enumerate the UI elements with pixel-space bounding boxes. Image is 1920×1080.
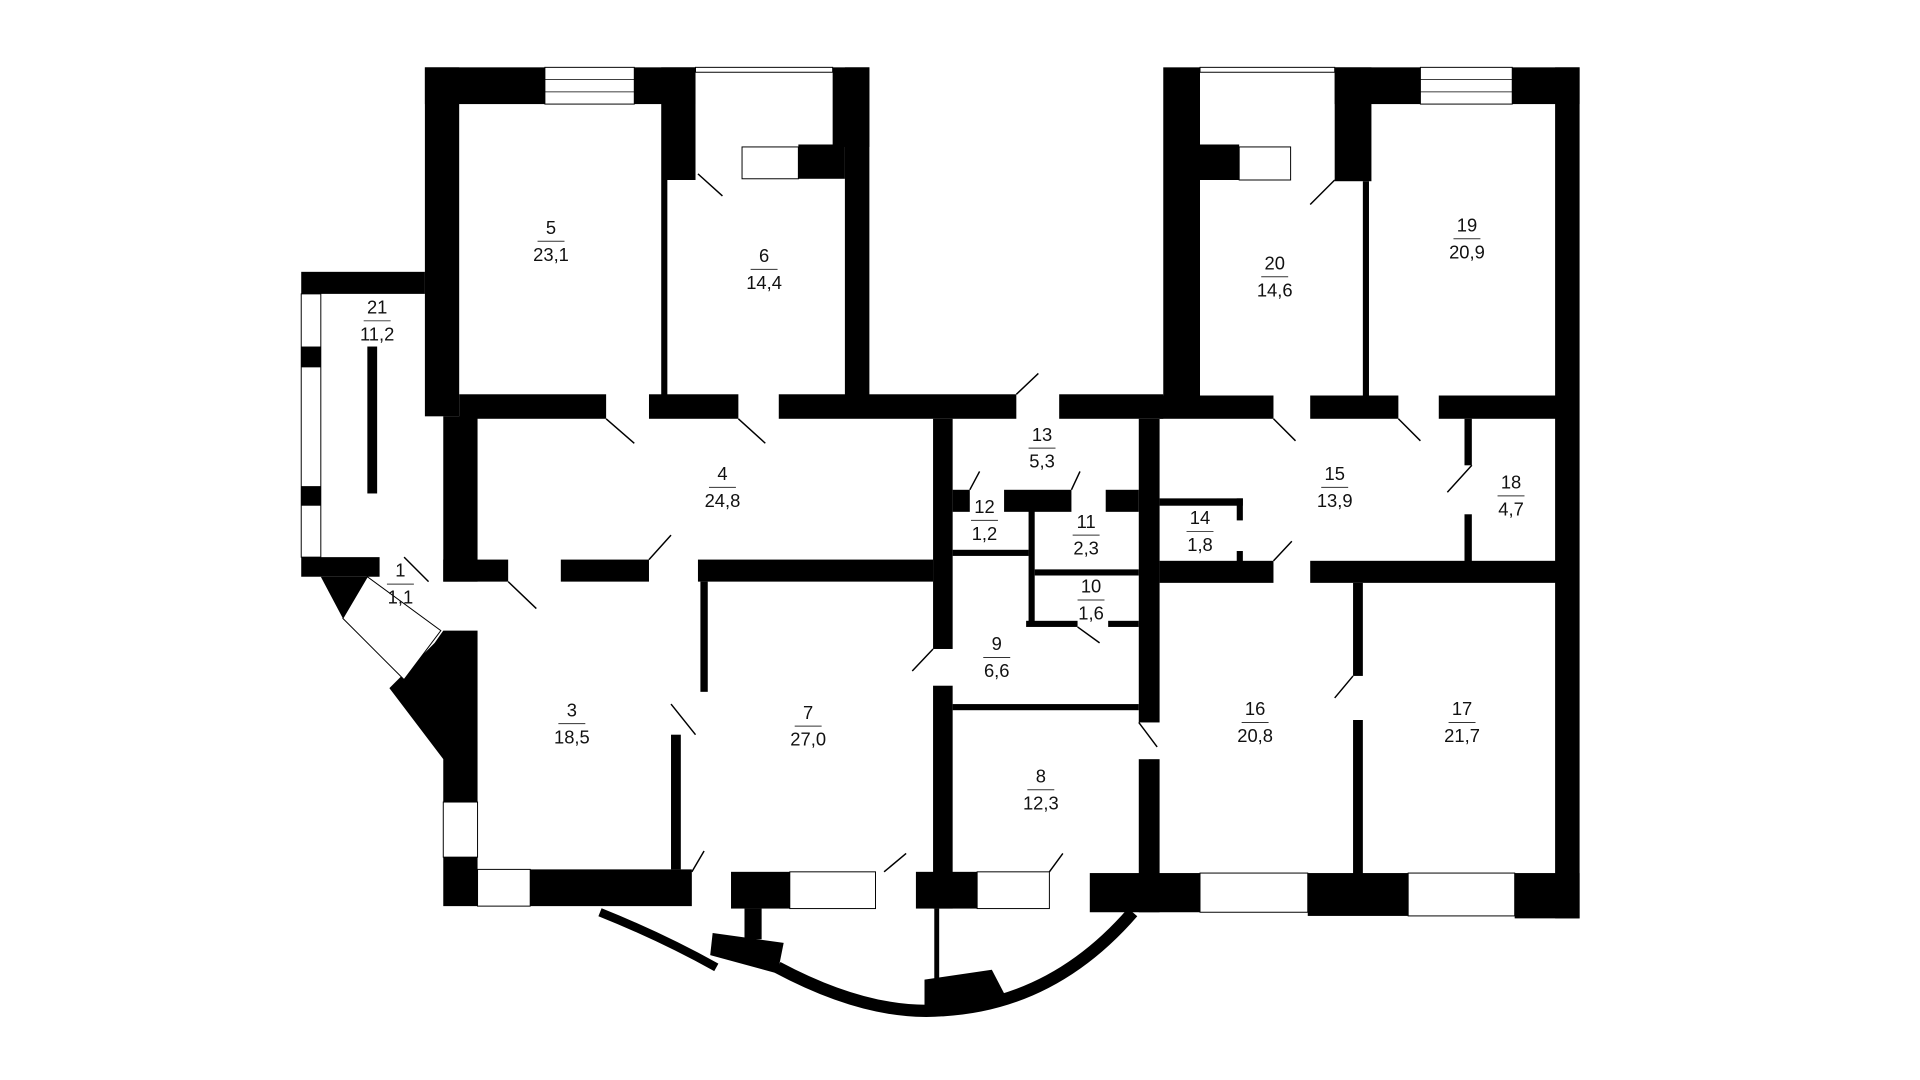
- room-label-12: 121,2: [971, 496, 998, 544]
- walls: [300, 66, 1580, 1017]
- svg-text:2,3: 2,3: [1073, 538, 1099, 559]
- room-label-16: 16 20,8: [1237, 698, 1273, 746]
- svg-text:19: 19: [1457, 214, 1477, 235]
- svg-text:18,5: 18,5: [554, 726, 590, 747]
- svg-text:4,7: 4,7: [1498, 499, 1524, 520]
- svg-text:5,3: 5,3: [1029, 451, 1055, 472]
- svg-text:23,1: 23,1: [533, 244, 569, 265]
- svg-text:27,0: 27,0: [790, 729, 826, 750]
- svg-text:1,1: 1,1: [388, 587, 414, 608]
- room-label-18: 184,7: [1497, 472, 1525, 520]
- svg-text:12: 12: [974, 496, 994, 517]
- room-label-13: 135,3: [1028, 424, 1056, 472]
- room-label-4: 424,8: [705, 463, 741, 511]
- svg-text:20,8: 20,8: [1237, 725, 1273, 746]
- svg-text:8: 8: [1036, 765, 1046, 786]
- svg-text:6,6: 6,6: [984, 660, 1010, 681]
- svg-text:14,4: 14,4: [746, 272, 782, 293]
- svg-text:13,9: 13,9: [1317, 490, 1353, 511]
- svg-text:3: 3: [567, 699, 577, 720]
- svg-text:21: 21: [367, 296, 387, 317]
- svg-text:10: 10: [1081, 576, 1101, 597]
- room-label-10: 101,6: [1077, 576, 1105, 624]
- room-labels: 11,1 318,5 424,8 523,1 614,4 727,0 812,3…: [360, 214, 1525, 813]
- svg-text:12,3: 12,3: [1023, 792, 1059, 813]
- room-label-19: 19 20,9: [1449, 214, 1485, 262]
- doors: [403, 173, 1473, 873]
- svg-text:1,2: 1,2: [972, 523, 998, 544]
- svg-text:20,9: 20,9: [1449, 241, 1485, 262]
- svg-text:18: 18: [1501, 472, 1521, 493]
- room-label-5: 523,1: [533, 217, 569, 265]
- room-label-11: 112,3: [1072, 511, 1100, 559]
- svg-text:13: 13: [1032, 424, 1052, 445]
- room-label-9: 96,6: [983, 633, 1011, 681]
- svg-text:1,8: 1,8: [1187, 534, 1213, 555]
- svg-text:11: 11: [1077, 511, 1096, 532]
- svg-text:5: 5: [546, 217, 556, 238]
- room-label-17: 17 21,7: [1444, 698, 1480, 746]
- room-label-6: 614,4: [746, 245, 782, 293]
- svg-text:6: 6: [759, 245, 769, 266]
- svg-text:1,6: 1,6: [1078, 603, 1104, 624]
- svg-text:17: 17: [1452, 698, 1472, 719]
- svg-text:14,6: 14,6: [1257, 279, 1293, 300]
- room-label-7: 727,0: [790, 702, 826, 750]
- svg-text:1: 1: [395, 560, 405, 581]
- room-label-15: 15 13,9: [1317, 463, 1353, 511]
- room-label-1: 11,1: [386, 560, 414, 608]
- svg-text:20: 20: [1264, 252, 1284, 273]
- svg-text:21,7: 21,7: [1444, 725, 1480, 746]
- svg-text:15: 15: [1324, 463, 1344, 484]
- svg-text:11,2: 11,2: [360, 323, 394, 344]
- room-label-8: 812,3: [1023, 765, 1059, 813]
- room-label-14: 141,8: [1186, 507, 1214, 555]
- room-label-21: 21 11,2: [360, 296, 394, 344]
- svg-text:7: 7: [803, 702, 813, 723]
- room-label-20: 20 14,6: [1257, 252, 1293, 300]
- svg-text:4: 4: [717, 463, 727, 484]
- svg-text:9: 9: [992, 633, 1002, 654]
- svg-text:14: 14: [1190, 507, 1210, 528]
- svg-text:24,8: 24,8: [705, 490, 741, 511]
- svg-text:16: 16: [1245, 698, 1265, 719]
- room-label-3: 318,5: [554, 699, 590, 747]
